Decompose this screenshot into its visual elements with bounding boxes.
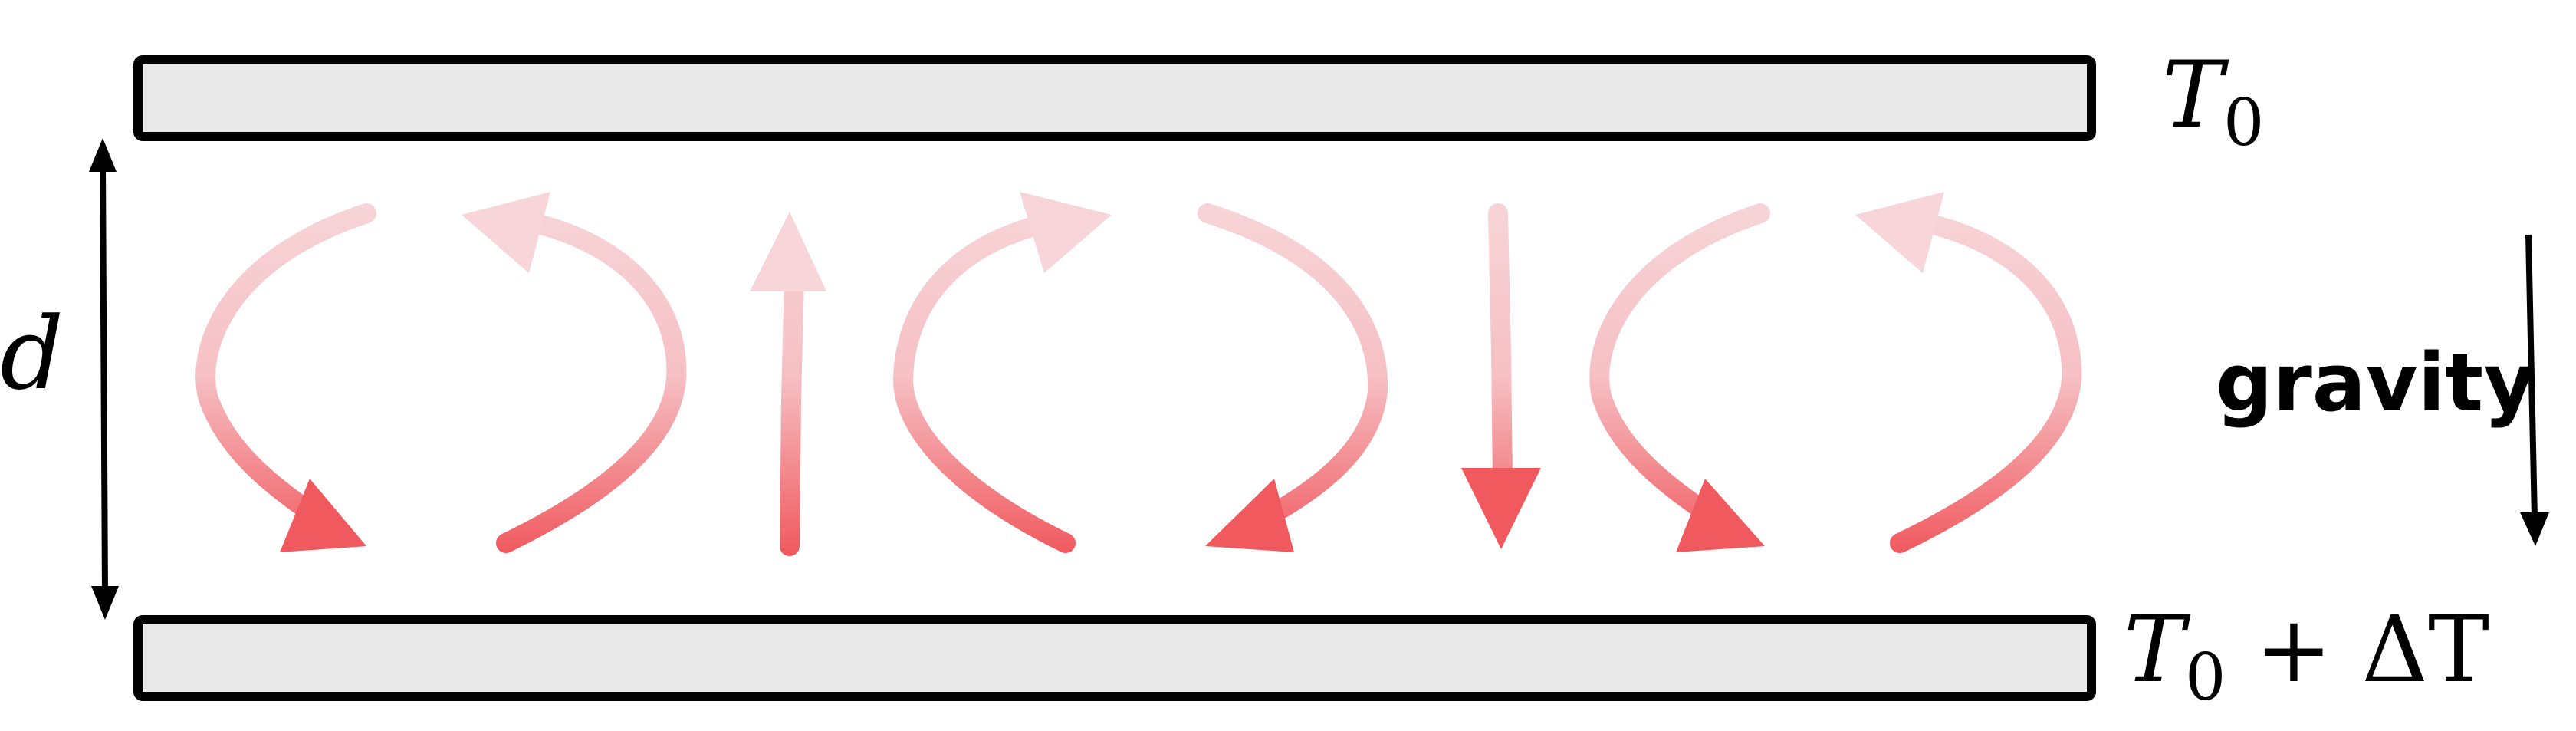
top-temperature-symbol: T	[2162, 42, 2229, 149]
depth-label: d	[0, 295, 64, 412]
depth-arrow-icon	[89, 138, 119, 620]
bottom-temperature-subscript: 0	[2185, 640, 2226, 715]
top-temperature-label: T0	[2162, 42, 2265, 160]
flow-arrow-4-icon	[893, 192, 1112, 553]
svg-text:T0 + ΔT: T0 + ΔT	[2124, 597, 2489, 715]
flow-arrow-2-icon	[462, 192, 687, 553]
flow-arrow-3-icon	[750, 212, 826, 556]
flow-arrow-8-icon	[1855, 192, 2082, 553]
bottom-temperature-symbol: T	[2124, 597, 2191, 703]
convection-flow	[196, 192, 2082, 556]
gravity-arrow-icon	[2520, 234, 2549, 546]
svg-text:T0: T0	[2162, 42, 2265, 160]
bottom-plate	[133, 615, 2096, 701]
gravity-label: gravity	[2216, 336, 2535, 430]
flow-arrow-7-icon	[1589, 203, 1770, 552]
top-plate	[133, 55, 2096, 141]
top-temperature-subscript: 0	[2223, 85, 2264, 160]
flow-arrow-1-icon	[196, 203, 376, 552]
bottom-temperature-label: T0 + ΔT	[2124, 597, 2489, 715]
flow-arrow-6-icon	[1461, 203, 1541, 549]
flow-arrow-5-icon	[1198, 203, 1388, 552]
bottom-temperature-delta: + ΔT	[2226, 597, 2490, 703]
